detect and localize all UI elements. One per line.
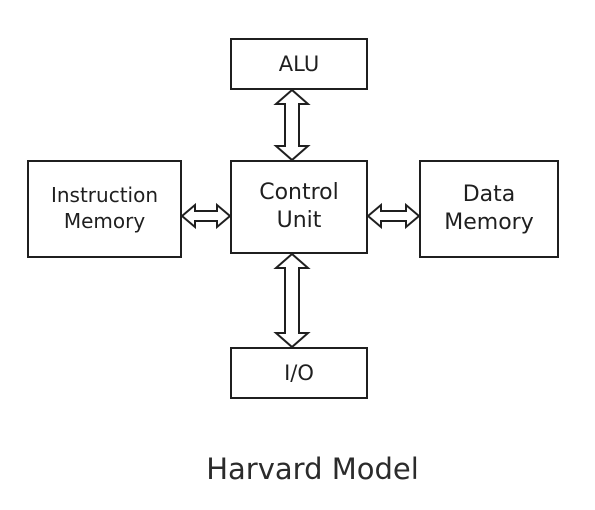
arrow-alu-control [273, 88, 311, 162]
data-memory-label-line1: Data [462, 181, 516, 207]
diagram-caption: Harvard Model [206, 452, 419, 486]
alu-block: ALU [230, 38, 368, 90]
arrow-control-dmem [366, 202, 421, 230]
instruction-memory-label-line2: Memory [63, 209, 146, 233]
arrow-imem-control [180, 202, 232, 230]
io-label: I/O [284, 360, 314, 385]
io-block: I/O [230, 347, 368, 399]
control-unit-block: Control Unit [230, 160, 368, 254]
data-memory-block: Data Memory [419, 160, 559, 258]
arrow-control-io [273, 252, 311, 349]
instruction-memory-label-line1: Instruction [50, 183, 159, 208]
instruction-memory-block: Instruction Memory [27, 160, 182, 258]
control-unit-label-line2: Unit [276, 208, 322, 233]
alu-label: ALU [278, 51, 320, 76]
control-unit-label-line1: Control [259, 179, 339, 205]
data-memory-label-line2: Memory [444, 210, 534, 235]
